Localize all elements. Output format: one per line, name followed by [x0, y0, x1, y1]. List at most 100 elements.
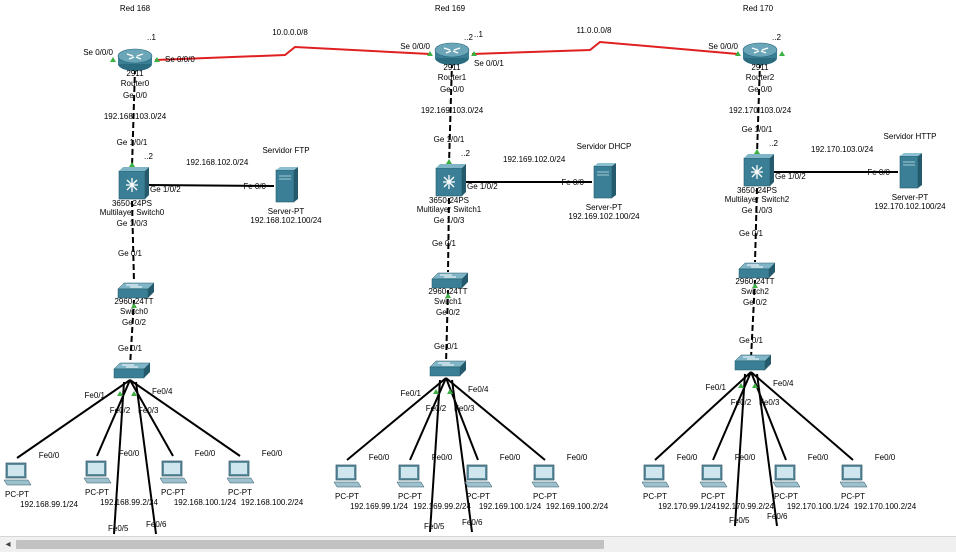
hub-port-label: Fe0/6 [767, 512, 788, 521]
scroll-left-arrow-icon[interactable]: ◂ [5, 539, 11, 550]
pc-icon[interactable] [3, 462, 32, 486]
link-mls-switch [754, 187, 758, 263]
switch-icon[interactable] [738, 262, 776, 279]
link-status-indicator [117, 391, 123, 396]
pc-model-label: PC-PT [5, 490, 29, 499]
hub-port-label: Fe0/5 [424, 522, 445, 531]
router-addr-label: ..2 [464, 33, 473, 42]
server-icon[interactable] [275, 166, 299, 203]
pc-icon[interactable] [83, 460, 112, 484]
scrollbar-thumb[interactable] [16, 540, 604, 549]
network-title: Red 169 [435, 4, 466, 13]
pc-icon[interactable] [772, 464, 801, 488]
router-addr-label: ..1 [474, 30, 483, 39]
pc-model-label: PC-PT [161, 488, 185, 497]
network-title: Red 168 [120, 4, 151, 13]
pc-icon[interactable] [333, 464, 362, 488]
link-mls-switch [131, 200, 135, 283]
link-hub-fe06 [135, 381, 157, 535]
mls-name-label: Multilayer Switch1 [417, 205, 482, 214]
switch-down-port-label: Ge 0/2 [436, 308, 461, 317]
router-port-label: Se 0/0/0 [83, 48, 113, 57]
switch-model-label: 2960-24TT [735, 277, 774, 286]
pc-model-label: PC-PT [774, 492, 798, 501]
server-port-label: Fe 0/0 [243, 182, 266, 191]
wan-link-label: 11.0.0.0/8 [577, 26, 613, 35]
router-name-label: Router1 [438, 73, 467, 82]
hub-port-label: Fe0/3 [759, 398, 780, 407]
pc-icon[interactable] [839, 464, 868, 488]
switch-up-port-label: Ge 0/1 [739, 229, 764, 238]
pc-port-label: Fe0/0 [262, 449, 283, 458]
multilayer-switch-icon[interactable] [743, 153, 775, 187]
pc-icon[interactable] [464, 464, 493, 488]
router-lan-subnet-label: 192.168.103.0/24 [104, 112, 167, 121]
mls-uplink-port-label: Ge 1/0/1 [117, 138, 148, 147]
multilayer-switch-icon[interactable] [435, 163, 467, 197]
pc-icon[interactable] [699, 464, 728, 488]
link-status-indicator [433, 389, 439, 394]
pc-port-label: Fe0/0 [677, 453, 698, 462]
pc-port-label: Fe0/0 [119, 449, 140, 458]
router-icon[interactable] [742, 42, 778, 66]
mls-model-label: 3650-24PS [737, 186, 777, 195]
access-switch-icon[interactable] [734, 354, 772, 371]
router-lan-subnet-label: 192.169.103.0/24 [421, 106, 484, 115]
pc-icon[interactable] [159, 460, 188, 484]
link-router-mls [448, 61, 453, 165]
mls-down-port-label: Ge 1/0/3 [117, 219, 148, 228]
router-name-label: Router2 [746, 73, 775, 82]
mls-model-label: 3650-24PS [429, 196, 469, 205]
mls-server-port-label: Ge 1/0/2 [467, 182, 498, 191]
router-icon[interactable] [117, 48, 153, 72]
pc-icon[interactable] [641, 464, 670, 488]
pc-addr-label: 192.169.100.1/24 [479, 502, 542, 511]
link-hub-pc [654, 371, 752, 461]
pc-icon[interactable] [531, 464, 560, 488]
pc-port-label: Fe0/0 [567, 453, 588, 462]
access-switch-icon[interactable] [113, 362, 151, 379]
pc-icon[interactable] [396, 464, 425, 488]
pc-addr-label: 192.170.99.2/24 [716, 502, 774, 511]
router-icon[interactable] [434, 42, 470, 66]
router-port-label: Se 0/0/0 [400, 42, 430, 51]
hub-port-label: Fe0/5 [108, 524, 129, 533]
router-model-label: 2911 [751, 63, 769, 72]
link-router-mls [131, 67, 136, 168]
link-hub-pc [16, 379, 131, 459]
link-status-indicator [446, 159, 452, 164]
link-status-indicator [129, 162, 135, 167]
wan-link-1 [471, 40, 739, 55]
hub-port-label: Fe0/4 [468, 385, 489, 394]
router-addr-label: ..2 [772, 33, 781, 42]
hub-port-label: Fe0/2 [110, 406, 131, 415]
horizontal-scrollbar[interactable]: ◂ [0, 536, 956, 552]
pc-addr-label: 192.170.100.2/24 [854, 502, 917, 511]
switch-icon[interactable] [431, 272, 469, 289]
access-switch-icon[interactable] [429, 360, 467, 377]
router-port-label: Se 0/0/0 [708, 42, 738, 51]
link-hub-pc [346, 377, 447, 461]
server-icon[interactable] [593, 162, 617, 199]
link-hub-pc [445, 377, 546, 461]
hub-port-label: Fe0/4 [773, 379, 794, 388]
multilayer-switch-icon[interactable] [118, 166, 150, 200]
hub-port-label: Fe0/1 [401, 389, 422, 398]
pc-addr-label: 192.168.100.2/24 [241, 498, 304, 507]
server-port-label: Fe 0/0 [867, 168, 890, 177]
switch-down-port-label: Ge 0/2 [743, 298, 768, 307]
hub-up-port-label: Ge 0/1 [739, 336, 764, 345]
link-hub-fe05 [734, 373, 746, 527]
router-name-label: Router0 [121, 79, 150, 88]
pc-icon[interactable] [226, 460, 255, 484]
server-title: Servidor HTTP [884, 132, 937, 141]
wan-link-label: 10.0.0.0/8 [272, 28, 308, 37]
pc-model-label: PC-PT [228, 488, 252, 497]
mls-name-label: Multilayer Switch0 [100, 208, 165, 217]
mls-down-port-label: Ge 1/0/3 [742, 206, 773, 215]
mls-addr-label: ..2 [461, 149, 470, 158]
link-status-indicator [110, 57, 116, 62]
server-icon[interactable] [899, 152, 923, 189]
switch-icon[interactable] [117, 282, 155, 299]
